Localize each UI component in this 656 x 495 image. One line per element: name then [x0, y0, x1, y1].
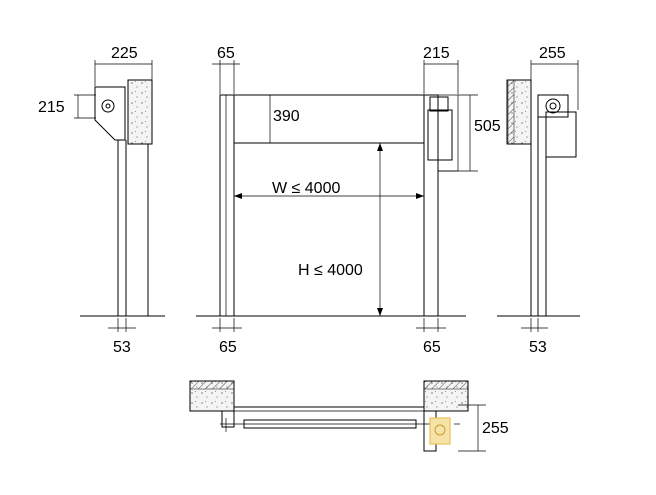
left-wall-block — [127, 79, 153, 145]
left-bottom-label: 53 — [113, 339, 131, 356]
plan-view: 255 — [189, 380, 509, 452]
right-motor-body — [545, 111, 577, 158]
right-width-label: 255 — [539, 45, 566, 62]
width-label: W ≤ 4000 — [272, 180, 340, 197]
left-side-view: 225 215 53 — [38, 45, 165, 356]
motor-height-label: 505 — [474, 118, 501, 135]
left-bracket — [94, 86, 126, 141]
front-left-post-label: 65 — [217, 45, 235, 62]
motor-width-label: 215 — [423, 45, 450, 62]
plan-depth-label: 255 — [482, 420, 509, 437]
right-motor-top — [537, 94, 569, 118]
right-side-view: 255 53 — [497, 45, 580, 356]
roll-height-label: 390 — [273, 108, 300, 125]
height-label: H ≤ 4000 — [298, 262, 363, 279]
right-bottom-label: 53 — [529, 339, 547, 356]
roll-housing — [233, 94, 425, 144]
bottom-left-post-label: 65 — [219, 339, 237, 356]
motor-gear — [429, 96, 449, 112]
front-right-post — [423, 94, 439, 317]
motor-gear-icon — [545, 98, 561, 114]
left-width-label: 225 — [111, 45, 138, 62]
left-height-label: 215 — [38, 99, 65, 116]
front-view: 65 390 W ≤ 4000 H ≤ 4000 215 505 65 — [196, 45, 501, 356]
bottom-right-post-label: 65 — [423, 339, 441, 356]
plan-motor-icon — [429, 417, 451, 445]
motor-housing — [427, 109, 453, 161]
pulley-icon — [101, 99, 115, 113]
front-left-post — [219, 94, 235, 317]
